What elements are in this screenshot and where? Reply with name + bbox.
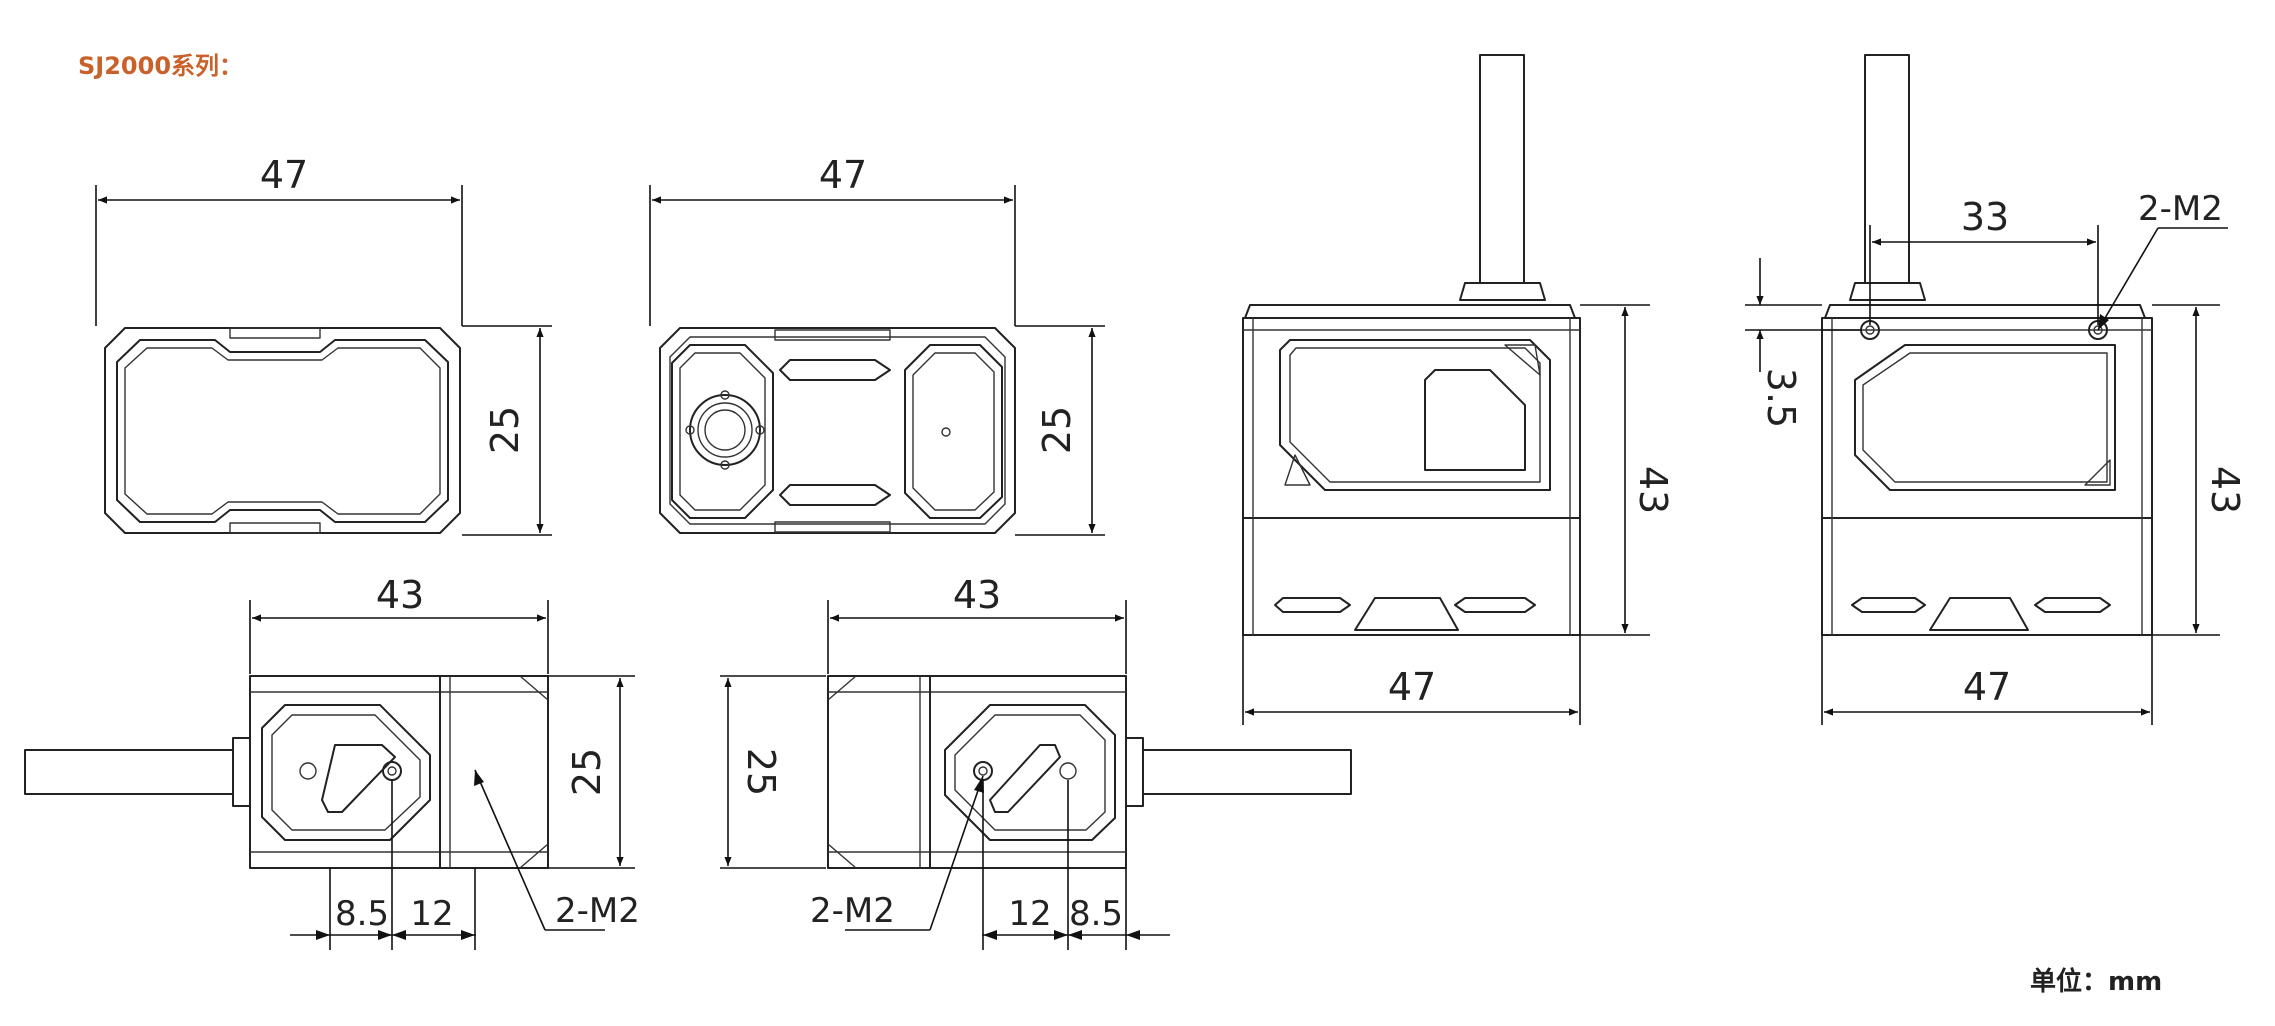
dim-v1-height: 25 bbox=[483, 406, 527, 454]
dim-v1-width: 47 bbox=[260, 153, 308, 197]
dim-v3-height: 25 bbox=[565, 748, 609, 796]
dim-v3-a: 8.5 bbox=[335, 894, 389, 934]
dim-v4-b: 8.5 bbox=[1069, 894, 1123, 934]
dim-v3-b: 12 bbox=[410, 894, 453, 934]
dim-v4-height: 25 bbox=[739, 748, 783, 796]
dim-v2-height: 25 bbox=[1035, 406, 1079, 454]
dim-v6-width: 47 bbox=[1963, 665, 2011, 709]
series-title: SJ2000系列： bbox=[78, 52, 243, 80]
view-side-right: 43 25 12 8.5 2-M2 bbox=[720, 573, 1352, 950]
view-front: 47 25 bbox=[649, 153, 1105, 536]
dim-v3-width: 43 bbox=[376, 573, 424, 617]
dim-v4-a: 12 bbox=[1008, 894, 1051, 934]
dim-v4-width: 43 bbox=[953, 573, 1001, 617]
view-bottom: 33 2-M2 3.5 43 47 bbox=[1745, 54, 2247, 725]
dim-v6-offset: 3.5 bbox=[1759, 368, 1803, 428]
dim-v4-note: 2-M2 bbox=[810, 891, 895, 931]
view-back: 47 25 bbox=[95, 153, 552, 536]
dim-v5-width: 47 bbox=[1388, 665, 1436, 709]
dim-v2-width: 47 bbox=[819, 153, 867, 197]
dim-v6-top: 33 bbox=[1961, 195, 2009, 239]
dim-v6-height: 43 bbox=[2203, 466, 2247, 514]
dim-v6-note: 2-M2 bbox=[2138, 189, 2223, 229]
dim-v3-note: 2-M2 bbox=[555, 891, 640, 931]
dim-v5-height: 43 bbox=[1631, 466, 1675, 514]
unit-label: 单位：mm bbox=[2030, 966, 2162, 997]
view-top: 43 47 bbox=[1242, 54, 1675, 725]
view-side-left: 43 25 8.5 12 2-M2 bbox=[24, 573, 640, 950]
